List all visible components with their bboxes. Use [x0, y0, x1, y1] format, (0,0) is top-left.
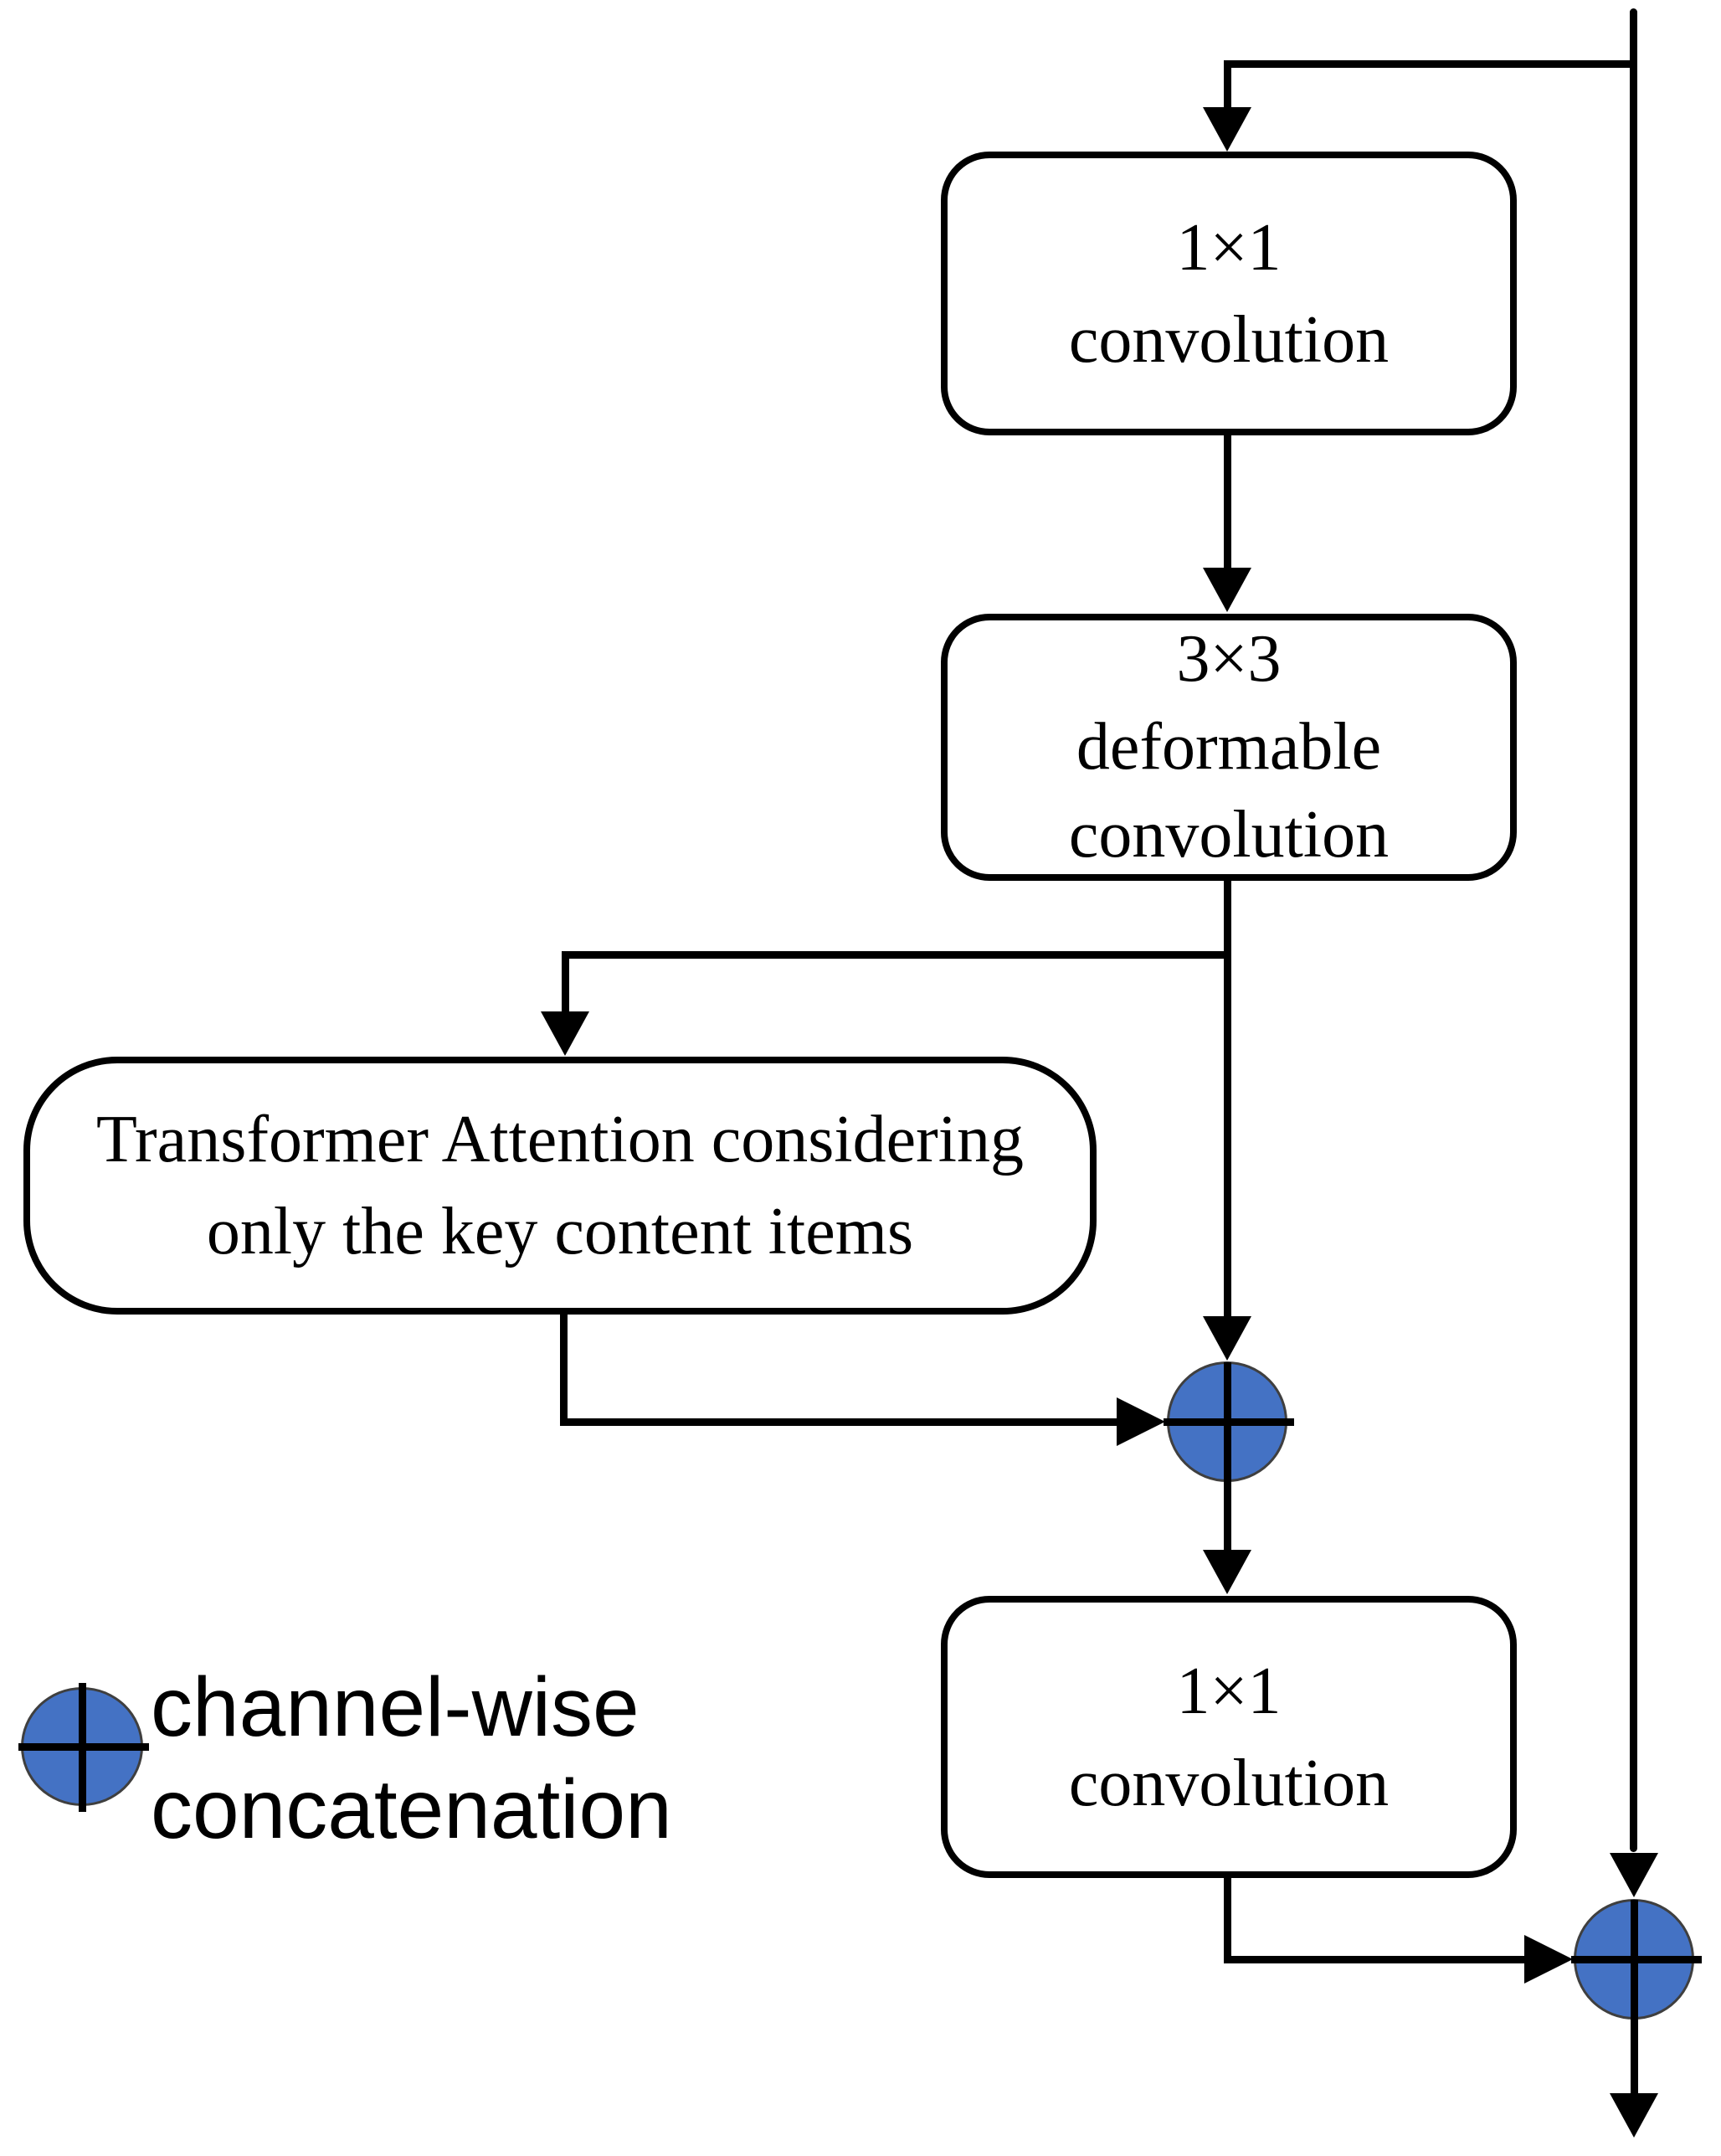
arrowhead-skip-into-concat2 — [1610, 1853, 1658, 1897]
connector-conv1x1-to-deformable — [1224, 435, 1231, 569]
connector-deformable-to-concat1 — [1224, 881, 1231, 1318]
node-conv1x1-bottom-line2: convolution — [1068, 1746, 1390, 1820]
legend-label-line2: concatenation — [151, 1762, 672, 1856]
input-branch-vertical-line — [1224, 60, 1231, 114]
arrowhead-into-concat1-left — [1117, 1397, 1165, 1446]
node-transformer-attention-line1: Transformer Attention considering — [95, 1103, 1024, 1176]
node-conv1x1-top-line1: 1×1 — [1176, 210, 1282, 285]
concat2-cross-vertical-and-output-line — [1631, 1900, 1638, 2095]
arrowhead-into-concat1-top — [1203, 1316, 1251, 1361]
node-deformable-conv: 3×3 deformable convolution — [941, 614, 1517, 881]
transformer-exit-vertical-line — [560, 1315, 568, 1425]
node-conv1x1-top-line2: convolution — [1068, 302, 1390, 377]
node-transformer-attention: Transformer Attention considering only t… — [23, 1057, 1097, 1315]
concat1-cross-vertical-and-exit-line — [1224, 1362, 1231, 1551]
conv1x1-bottom-exit-horizontal-line — [1224, 1956, 1525, 1963]
node-transformer-attention-line2: only the key content items — [206, 1195, 914, 1268]
node-conv1x1-top: 1×1 convolution — [941, 152, 1517, 435]
legend-label: channel-wise concatenation — [151, 1656, 672, 1860]
arrowhead-into-concat2-left — [1524, 1935, 1573, 1984]
branch-to-transformer-vertical-line — [562, 951, 569, 1013]
arrowhead-into-conv1x1-top — [1203, 107, 1251, 152]
conv1x1-bottom-exit-vertical-line — [1224, 1878, 1231, 1963]
legend-symbol-cross-vertical — [79, 1683, 86, 1812]
arrowhead-into-deformable-conv — [1203, 568, 1251, 612]
node-conv1x1-bottom: 1×1 convolution — [941, 1596, 1517, 1878]
node-deformable-conv-line2: deformable — [1076, 710, 1382, 784]
node-deformable-conv-line1: 3×3 — [1176, 622, 1282, 696]
transformer-exit-horizontal-line — [560, 1418, 1117, 1426]
arrowhead-into-transformer — [541, 1011, 589, 1056]
legend-label-line1: channel-wise — [151, 1660, 640, 1754]
node-conv1x1-bottom-line1: 1×1 — [1176, 1654, 1282, 1728]
skip-connection-line — [1630, 8, 1637, 1852]
arrowhead-into-conv1x1-bottom — [1203, 1550, 1251, 1594]
branch-to-transformer-horizontal-line — [562, 951, 1231, 959]
arrowhead-block-output — [1610, 2093, 1658, 2138]
node-deformable-conv-line3: convolution — [1068, 798, 1390, 872]
input-branch-horizontal-line — [1224, 60, 1637, 68]
